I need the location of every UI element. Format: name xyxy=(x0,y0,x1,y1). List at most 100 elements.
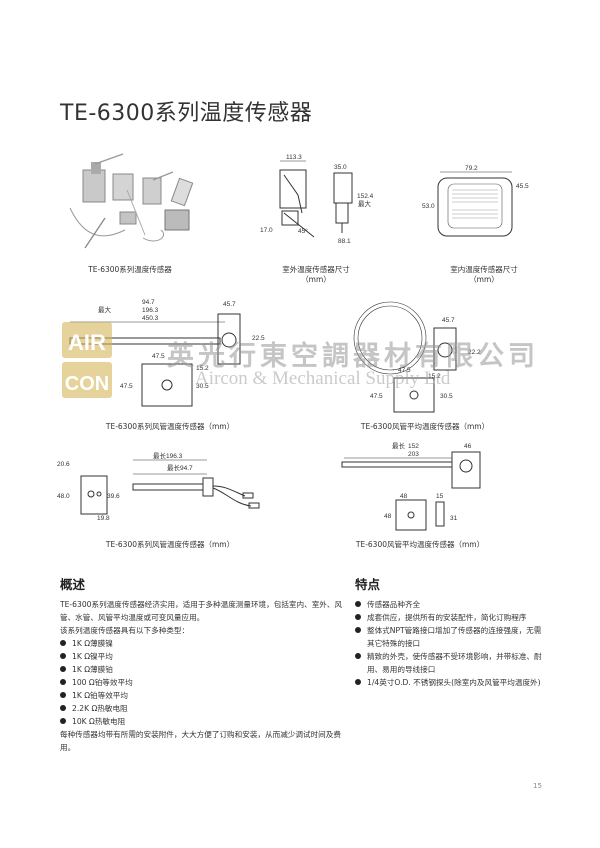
watermark-english: Aircon & Mechanical Supply Ltd xyxy=(195,368,451,389)
bullet-icon xyxy=(355,627,361,633)
feature-item: 1/4英寸O.D. 不锈钢探头(除室内及风管平均温度外) xyxy=(355,676,545,689)
feature-text: 传感器品种齐全 xyxy=(367,600,421,609)
logo-text-top: AIR xyxy=(68,330,106,355)
dim-duct-d2: 22.5 xyxy=(252,335,265,342)
overview-footer: 每种传感器均带有所需的安装附件，大大方便了订购和安装，从而减少调试时间及费用。 xyxy=(60,730,341,752)
caption-duct: TE-6300系列风管温度传感器（mm） xyxy=(105,422,235,431)
feature-item: 成套供应，提供所有的安装配件，简化订购程序 xyxy=(355,611,545,624)
dim-well-max1: 最长196.3 xyxy=(153,451,183,460)
well-dimension-drawing: 20.6 48.0 39.6 19.8 最长196.3 最长94.7 xyxy=(57,451,260,522)
dim-indoor-w: 79.2 xyxy=(465,165,478,172)
dim-well-max2: 最长94.7 xyxy=(167,463,193,472)
dim-well-a: 20.6 xyxy=(57,461,70,468)
overview-heading: 概述 xyxy=(60,577,86,592)
dim-outdoor-w: 113.3 xyxy=(286,154,302,161)
type-text: 1K Ω薄膜铂 xyxy=(72,665,113,674)
dim-avg-h: 47.5 xyxy=(370,393,383,400)
caption-well: TE-6300系列风管温度传感器（mm） xyxy=(105,540,235,549)
type-text: 1K Ω镍平均 xyxy=(72,652,113,661)
bullet-icon xyxy=(355,653,361,659)
bullet-icon xyxy=(355,614,361,620)
dim-outdoor-h: 152.4 xyxy=(357,193,374,200)
outdoor-dimension-drawing: 113.3 17.0 45° 35.0 152.4 最大 88.1 xyxy=(260,154,374,245)
product-photo xyxy=(69,153,194,249)
dim-outdoor-top: 35.0 xyxy=(334,164,347,171)
dim-duct-max: 最大 xyxy=(98,305,112,314)
dim-avg-w: 47.5 xyxy=(398,367,411,374)
indoor-dimension-drawing: 79.2 53.0 45.5 xyxy=(422,165,529,237)
feature-item: 精致的外壳，使传感器不受环境影响，并带标准、耐用、易用的导线接口 xyxy=(355,650,545,676)
dim-avg-a: 15.2 xyxy=(428,373,441,380)
bullet-icon xyxy=(60,653,66,659)
dim-avg2-e: 31 xyxy=(450,515,458,522)
feature-text: 整体式NPT管路接口增加了传感器的连接强度，无需其它特殊的接口 xyxy=(367,626,542,648)
type-item: 1K Ω薄膜镍 xyxy=(60,637,350,650)
dim-duct-w: 47.5 xyxy=(152,353,165,360)
type-text: 1K Ω铂等效平均 xyxy=(72,691,128,700)
feature-text: 成套供应，提供所有的安装配件，简化订购程序 xyxy=(367,613,527,622)
bullet-icon xyxy=(355,601,361,607)
dim-duct-h: 47.5 xyxy=(120,383,133,390)
dim-indoor-side: 45.5 xyxy=(516,183,529,190)
dim-avg2-b: 15 xyxy=(436,493,444,500)
features-heading: 特点 xyxy=(355,577,381,592)
overview-types-intro: 该系列温度传感器具有以下多种类型： xyxy=(60,626,190,635)
dim-duct-a: 15.2 xyxy=(196,365,209,372)
dim-well-b: 48.0 xyxy=(57,493,70,500)
caption-outdoor-line2: （mm） xyxy=(301,275,331,284)
dim-duct-l1: 94.7 xyxy=(142,299,155,306)
type-item: 1K Ω薄膜铂 xyxy=(60,663,350,676)
dim-avg2-max: 最长 xyxy=(392,441,406,450)
duct-average-dimension-drawing: 45.7 22.2 47.5 15.2 47.5 30.5 xyxy=(353,301,481,413)
type-text: 10K Ω热敏电阻 xyxy=(72,717,126,726)
duct-average-2-dimension-drawing: 最长 152 203 46 48 15 48 31 xyxy=(341,441,481,531)
dim-avg2-a: 48 xyxy=(400,493,408,500)
type-item: 10K Ω热敏电阻 xyxy=(60,715,350,728)
dim-avg2-c: 48 xyxy=(384,513,392,520)
bullet-icon xyxy=(60,718,66,724)
dim-avg-d1: 45.7 xyxy=(442,317,455,324)
dim-well-d: 19.8 xyxy=(97,515,110,522)
type-item: 2.2K Ω热敏电阻 xyxy=(60,702,350,715)
feature-item: 整体式NPT管路接口增加了传感器的连接强度，无需其它特殊的接口 xyxy=(355,624,545,650)
type-item: 1K Ω铂等效平均 xyxy=(60,689,350,702)
caption-outdoor-line1: 室外温度传感器尺寸 xyxy=(282,265,350,274)
dim-avg-b: 30.5 xyxy=(440,393,453,400)
watermark-chinese: 英光行東空調器材有限公司 xyxy=(167,341,539,372)
dim-duct-l3: 450.3 xyxy=(142,315,159,322)
caption-duct-avg: TE-6300风管平均温度传感器（mm） xyxy=(360,422,490,431)
dim-duct-b: 30.5 xyxy=(196,383,209,390)
duct-dimension-drawing: 94.7 196.3 450.3 最大 45.7 22.5 47.5 47.5 … xyxy=(69,299,265,407)
bullet-icon xyxy=(60,705,66,711)
dim-duct-d1: 45.7 xyxy=(223,301,236,308)
type-text: 100 Ω铂等效平均 xyxy=(72,678,133,687)
bullet-icon xyxy=(60,692,66,698)
bullet-icon xyxy=(60,679,66,685)
dim-indoor-h: 53.0 xyxy=(422,203,435,210)
dim-avg-d2: 22.2 xyxy=(468,349,481,356)
dim-well-c: 39.6 xyxy=(107,493,120,500)
type-text: 1K Ω薄膜镍 xyxy=(72,639,113,648)
overview-section: TE-6300系列温度传感器经济实用，适用于多种温度测量环境，包括室内、室外、风… xyxy=(60,598,350,754)
bullet-icon xyxy=(60,640,66,646)
dim-avg2-l2: 203 xyxy=(408,451,419,458)
caption-indoor-line2: （mm） xyxy=(469,275,499,284)
dim-outdoor-angle: 45° xyxy=(298,227,308,235)
dim-outdoor-h-note: 最大 xyxy=(358,199,372,208)
feature-item: 传感器品种齐全 xyxy=(355,598,545,611)
dim-outdoor-left: 17.0 xyxy=(260,227,273,234)
caption-indoor: 室内温度传感器尺寸 （mm） xyxy=(425,265,543,285)
dim-avg2-l1: 152 xyxy=(408,443,419,450)
type-item: 100 Ω铂等效平均 xyxy=(60,676,350,689)
feature-text: 1/4英寸O.D. 不锈钢探头(除室内及风管平均温度外) xyxy=(367,678,541,687)
caption-duct-avg-2: TE-6300风管平均温度传感器（mm） xyxy=(355,540,485,549)
page-number: 15 xyxy=(533,782,542,790)
caption-outdoor: 室外温度传感器尺寸 （mm） xyxy=(262,265,370,285)
logo-text-bottom: CON xyxy=(65,373,109,395)
aircon-logo: AIR CON xyxy=(62,322,112,398)
features-section: 传感器品种齐全 成套供应，提供所有的安装配件，简化订购程序 整体式NPT管路接口… xyxy=(355,598,545,689)
feature-text: 精致的外壳，使传感器不受环境影响，并带标准、耐用、易用的导线接口 xyxy=(367,652,542,674)
dim-outdoor-bottom: 88.1 xyxy=(338,238,351,245)
dim-avg2-d: 46 xyxy=(464,443,472,450)
type-text: 2.2K Ω热敏电阻 xyxy=(72,704,128,713)
